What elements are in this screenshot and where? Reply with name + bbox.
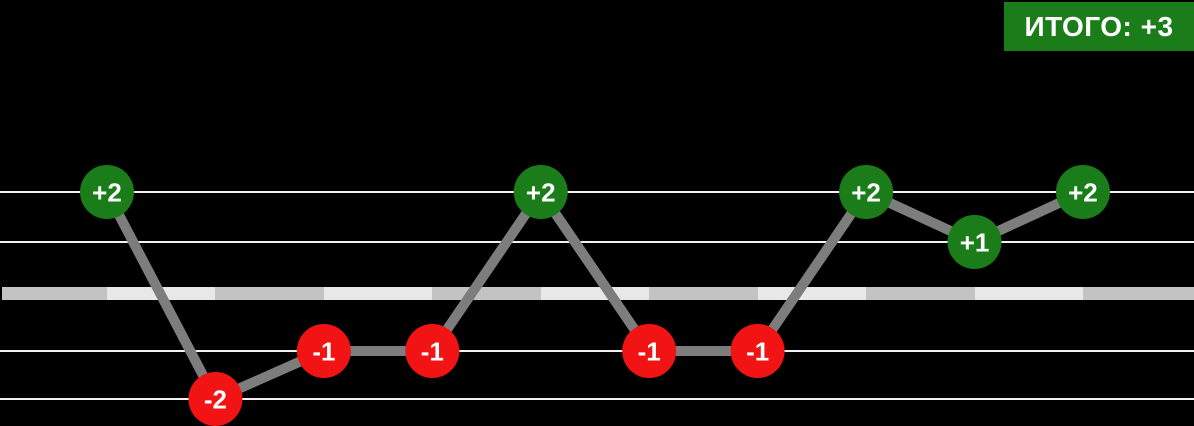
data-point-label: +1 bbox=[960, 227, 990, 257]
zero-line-segment bbox=[1083, 287, 1194, 300]
gridline bbox=[0, 398, 1194, 400]
data-point-label: +2 bbox=[1068, 177, 1098, 207]
zero-line-segment bbox=[432, 287, 541, 300]
data-point-marker bbox=[622, 324, 677, 378]
data-point-label: -1 bbox=[638, 336, 661, 366]
zero-line-segment bbox=[2, 287, 107, 300]
gridline bbox=[0, 350, 1194, 352]
zero-line-segment bbox=[324, 287, 432, 300]
zero-line-segment bbox=[215, 287, 324, 300]
data-point-marker bbox=[80, 165, 134, 219]
data-point-label: +2 bbox=[92, 177, 122, 207]
zero-line-segment bbox=[649, 287, 758, 300]
data-point-marker bbox=[296, 324, 351, 378]
data-point-marker bbox=[730, 324, 785, 378]
gridline bbox=[0, 191, 1194, 193]
data-point-label: +2 bbox=[526, 177, 556, 207]
data-point-marker bbox=[513, 165, 568, 219]
data-point-marker bbox=[188, 372, 243, 426]
score-line bbox=[102, 187, 1086, 404]
data-point-marker bbox=[405, 324, 460, 378]
data-point-label: +2 bbox=[851, 177, 881, 207]
zero-line-segment bbox=[541, 287, 649, 300]
data-point-marker bbox=[1055, 165, 1110, 219]
zero-line-segment bbox=[758, 287, 866, 300]
data-point-marker bbox=[947, 215, 1002, 269]
data-point-marker bbox=[839, 165, 894, 219]
zero-line-segment bbox=[975, 287, 1083, 300]
gridline bbox=[0, 241, 1194, 243]
data-point-label: -1 bbox=[421, 336, 444, 366]
data-point-label: -1 bbox=[746, 336, 769, 366]
data-point-label: -1 bbox=[312, 336, 335, 366]
zero-line-segment bbox=[866, 287, 975, 300]
total-badge: ИТОГО: +3 bbox=[1004, 2, 1194, 51]
data-point-label: -2 bbox=[204, 384, 227, 414]
